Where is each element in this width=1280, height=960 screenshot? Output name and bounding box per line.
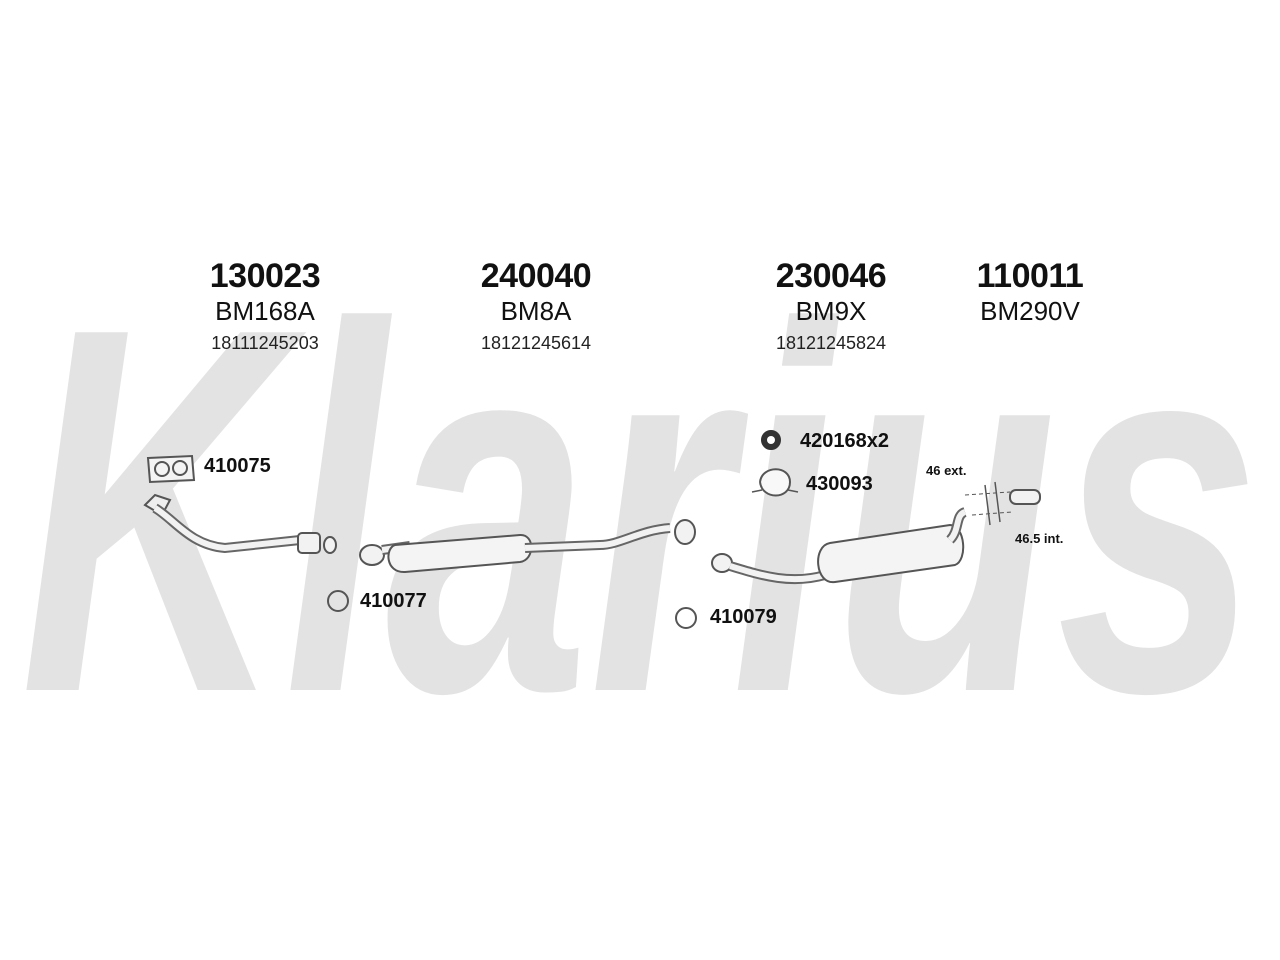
centre-silencer: [359, 519, 696, 574]
part-reference: BM168A: [215, 296, 315, 326]
part-oem-number: 18111245203: [211, 333, 319, 353]
part-number: 230046: [775, 257, 887, 295]
part-header-240040: 240040 BM8A 18121245614: [436, 258, 636, 354]
tail-pipe: [964, 481, 1041, 526]
accessory-label-430093: 430093: [806, 473, 873, 495]
ring-icon: [327, 590, 349, 612]
front-pipe: [143, 493, 337, 554]
part-reference: BM9X: [795, 296, 867, 326]
part-number: 110011: [976, 257, 1084, 295]
watermark-text: Klarius: [20, 220, 1260, 801]
part-header-110011: 110011 BM290V: [930, 258, 1130, 332]
part-oem-number: 18121245824: [775, 333, 887, 353]
clamp-icon: [751, 468, 799, 497]
part-header-130023: 130023 BM168A 18111245203: [165, 258, 365, 354]
dimension-int-label: 46.5 int.: [1015, 531, 1064, 546]
rear-silencer: [711, 507, 968, 585]
accessory-label-420168x2: 420168x2: [800, 430, 889, 452]
part-oem-number: 18121245614: [480, 333, 592, 353]
gasket-icon: [146, 454, 196, 484]
rubber-ring-icon: [761, 430, 781, 450]
part-reference: BM8A: [500, 296, 572, 326]
dimension-ext-label: 46 ext.: [926, 463, 967, 478]
part-reference: BM290V: [980, 296, 1080, 326]
part-header-230046: 230046 BM9X 18121245824: [731, 258, 931, 354]
part-number: 130023: [209, 257, 321, 295]
accessory-label-410075: 410075: [204, 455, 271, 477]
part-number: 240040: [480, 257, 592, 295]
accessory-label-410079: 410079: [710, 606, 777, 628]
ring-icon: [675, 607, 697, 629]
accessory-label-410077: 410077: [360, 590, 427, 612]
